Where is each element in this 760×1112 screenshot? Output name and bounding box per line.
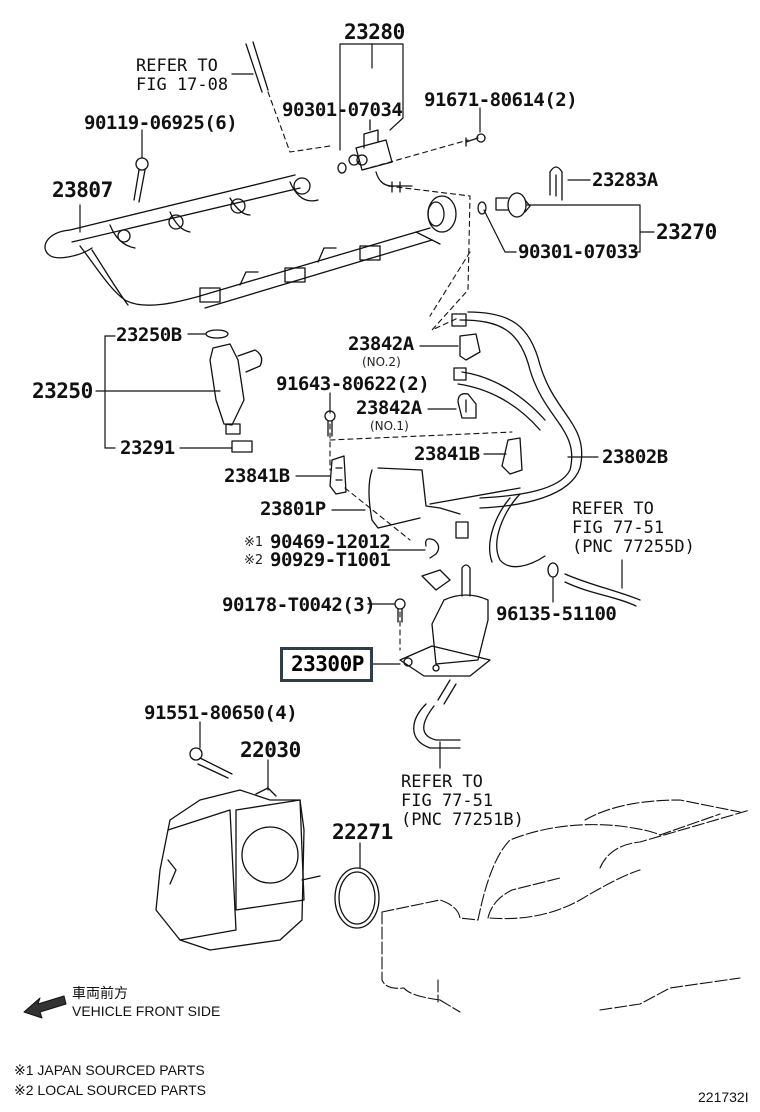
callout-23801P[interactable]: 23801P (260, 498, 326, 520)
bolt-91643-80622[interactable] (324, 410, 336, 437)
clip-90469-12012[interactable] (425, 538, 440, 559)
reference-line: (PNC 77255D) (572, 537, 695, 557)
clip-96135-51100[interactable] (547, 562, 559, 578)
callout-23802B[interactable]: 23802B (602, 446, 668, 468)
note-japan-sourced: ※1 JAPAN SOURCED PARTS (14, 1062, 205, 1078)
reference-fig-77-51-77251b[interactable]: REFER TO FIG 77-51 (PNC 77251B) (401, 773, 524, 830)
callout-23841B-left[interactable]: 23841B (224, 465, 290, 487)
callout-96135-51100[interactable]: 96135-51100 (496, 603, 617, 625)
callout-23807[interactable]: 23807 (52, 178, 113, 202)
clip-23283A[interactable] (549, 166, 563, 201)
callout-23842A-no1[interactable]: 23842A (356, 397, 422, 419)
callout-23842A-no2[interactable]: 23842A (348, 333, 414, 355)
clamp-23841B-left[interactable] (329, 455, 347, 495)
callout-23270[interactable]: 23270 (656, 220, 717, 244)
callout-23250[interactable]: 23250 (32, 379, 93, 403)
hose-ref-77255d (564, 573, 641, 607)
reference-line: FIG 77-51 (572, 518, 665, 538)
reference-line: REFER TO (572, 499, 654, 519)
reference-line: (PNC 77251B) (401, 810, 524, 830)
injector-23250[interactable] (205, 329, 263, 453)
note-mark-1: ※1 (244, 535, 264, 550)
fuel-delivery-pipe-23807[interactable] (44, 174, 457, 309)
leader-lines (79, 43, 655, 869)
gasket-22271[interactable] (334, 867, 380, 929)
callout-23280[interactable]: 23280 (344, 20, 405, 44)
catalog-number: 221732I (698, 1089, 749, 1105)
arrow-left-icon (23, 995, 67, 1019)
note-mark-2: ※2 (244, 553, 264, 568)
reference-fig-77-51-77255d[interactable]: REFER TO FIG 77-51 (PNC 77255D) (572, 500, 695, 557)
o-ring-90301-07034[interactable] (337, 162, 347, 174)
reference-line: REFER TO (401, 772, 483, 792)
bolt-90119-06925[interactable] (133, 157, 149, 203)
callout-22030[interactable]: 22030 (240, 738, 301, 762)
callout-91643-80622[interactable]: 91643-80622(2) (276, 373, 430, 395)
clamp-23842A-no2[interactable] (459, 333, 481, 361)
clamp-23841B-right[interactable] (501, 437, 523, 475)
callout-90301-07034[interactable]: 90301-07034 (282, 99, 403, 121)
callout-91671-80614[interactable]: 91671-80614(2) (424, 89, 578, 111)
callout-90119-06925[interactable]: 90119-06925(6) (84, 112, 238, 134)
callout-23283A[interactable]: 23283A (592, 169, 658, 191)
pipe-ref-17-08 (245, 41, 269, 93)
pulsation-damper-23280[interactable] (348, 119, 413, 193)
fuel-tube-23801P[interactable] (368, 467, 521, 539)
throttle-body-22030[interactable] (155, 787, 321, 951)
reference-line: FIG 17-08 (136, 75, 229, 95)
callout-90301-07033[interactable]: 90301-07033 (518, 241, 639, 263)
callout-90929-T1001[interactable]: 90929-T1001 (270, 549, 391, 571)
fuel-hose-23802B[interactable] (451, 311, 583, 568)
hose-ref-77251b (413, 703, 461, 749)
bolt-90178-T0042[interactable] (394, 598, 406, 623)
callout-23300P-highlighted[interactable]: 23300P (280, 647, 373, 682)
reference-line: FIG 77-51 (401, 791, 494, 811)
callout-23250B[interactable]: 23250B (116, 324, 182, 346)
intake-manifold-outline (381, 799, 751, 1013)
bolt-91551-80650[interactable] (189, 747, 233, 779)
callout-91551-80650[interactable]: 91551-80650(4) (144, 702, 298, 724)
callout-90469-12012[interactable]: 90469-12012 (270, 531, 391, 553)
callout-90178-T0042[interactable]: 90178-T0042(3) (222, 594, 376, 616)
pressure-regulator-23270[interactable] (495, 192, 531, 218)
callout-23842A-no1-sub: (NO.1) (370, 419, 409, 433)
reference-fig-17-08[interactable]: REFER TO FIG 17-08 (136, 57, 228, 95)
o-ring-23250B[interactable] (205, 329, 229, 339)
insulator-23291[interactable] (231, 440, 253, 453)
clamp-23842A-no1[interactable] (457, 393, 477, 419)
direction-label-en: VEHICLE FRONT SIDE (72, 1003, 221, 1019)
callout-23291[interactable]: 23291 (120, 437, 175, 459)
callout-23842A-no2-sub: (NO.2) (362, 355, 401, 369)
note-local-sourced: ※2 LOCAL SOURCED PARTS (14, 1082, 206, 1098)
bolt-91671-80614[interactable] (465, 133, 486, 147)
callout-23841B-right[interactable]: 23841B (414, 443, 480, 465)
reference-line: REFER TO (136, 56, 218, 76)
o-ring-90301-07033[interactable] (477, 201, 487, 215)
direction-label-jp: 車両前方 (72, 985, 128, 1001)
fuel-filter-23300P[interactable] (399, 564, 491, 705)
callout-22271[interactable]: 22271 (332, 820, 393, 844)
